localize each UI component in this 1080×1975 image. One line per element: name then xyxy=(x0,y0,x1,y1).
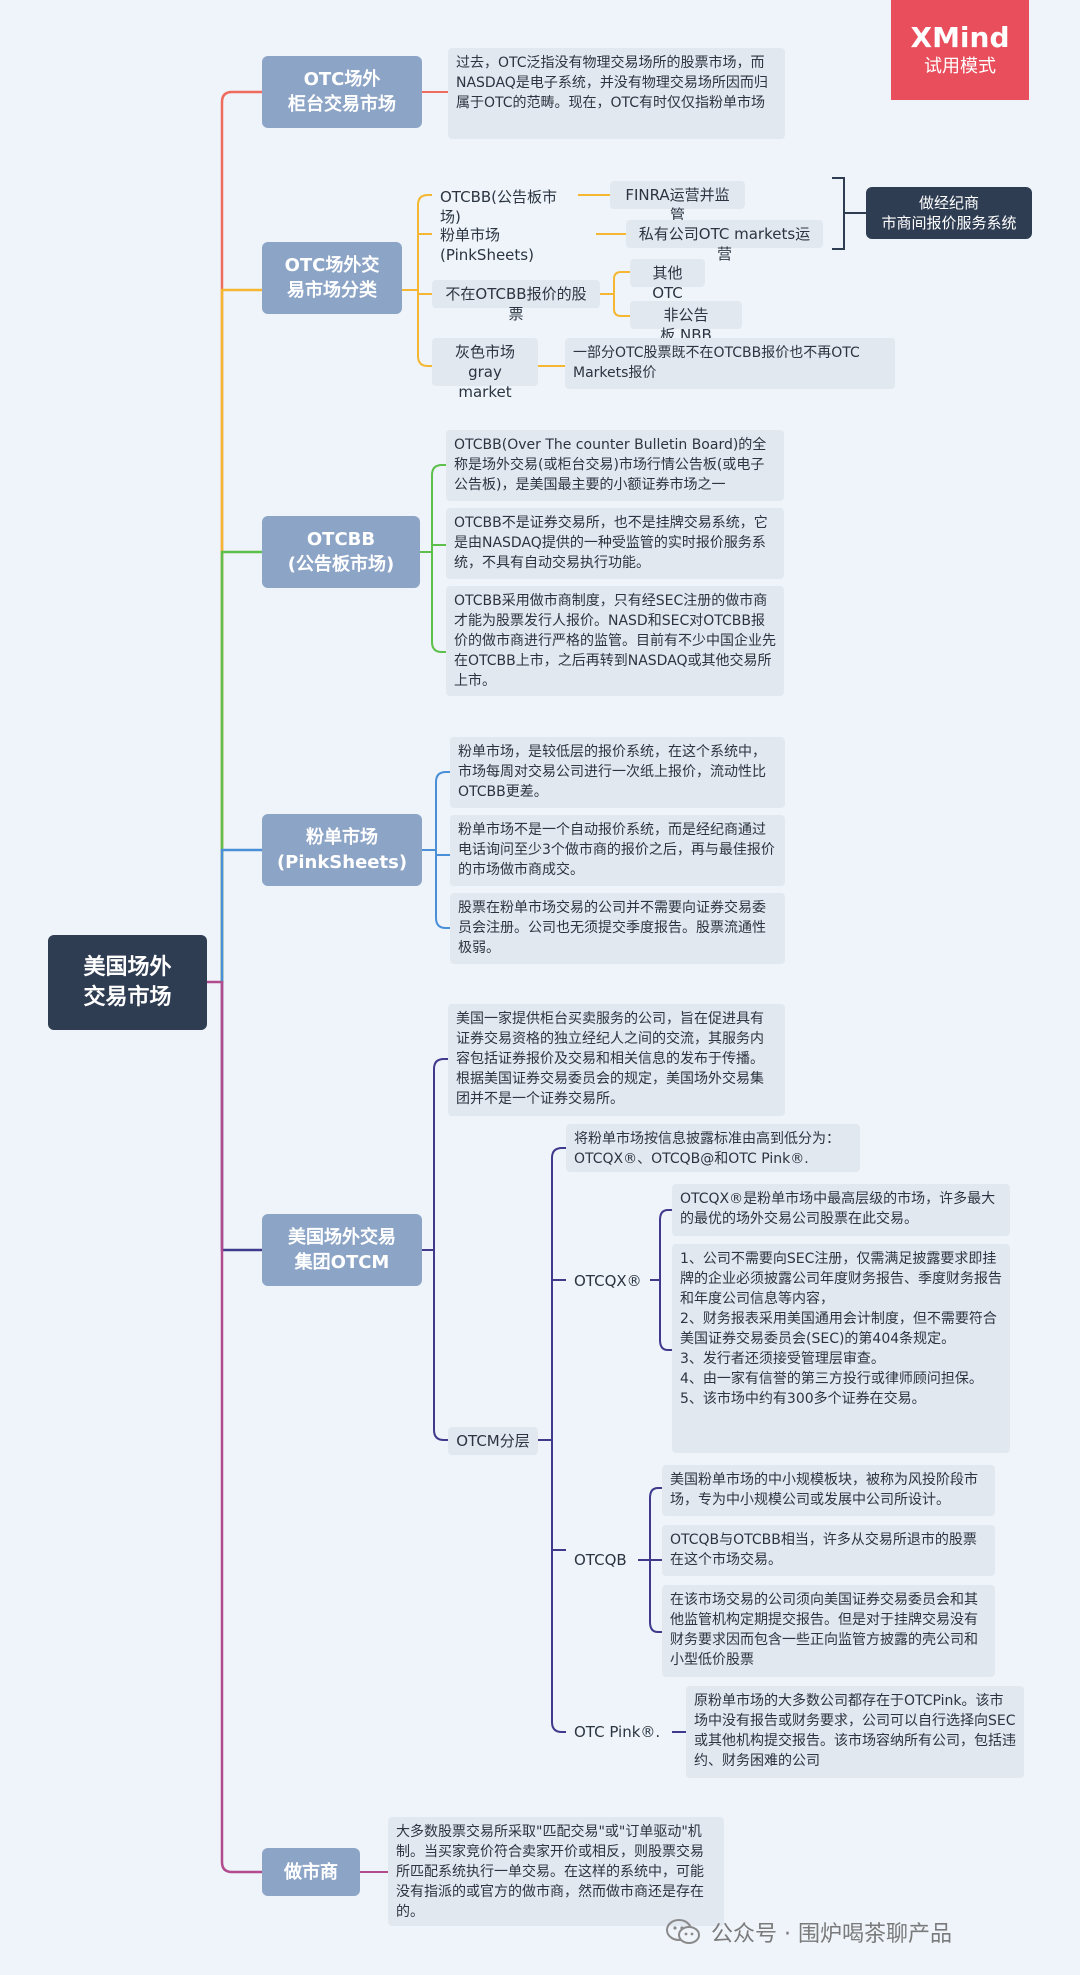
branch-pinksheets: 粉单市场 (PinkSheets) xyxy=(262,814,422,886)
finra-operator-note: FINRA运营并监管 xyxy=(610,181,745,224)
branch-otc-counter-market: OTC场外 柜台交易市场 xyxy=(262,56,422,128)
wechat-icon xyxy=(666,1919,700,1944)
otcqb-tier-label: OTCQB xyxy=(574,1551,627,1569)
pinksheets-not-automated: 粉单市场不是一个自动报价系统，而是经纪商通过电话询问至少3个做市商的报价之后，再… xyxy=(450,815,785,886)
not-quoted-on-otcbb-category: 不在OTCBB报价的股票 xyxy=(432,280,600,323)
otc-counter-market-description: 过去，OTC泛指没有物理交易场所的股票市场，而NASDAQ是电子系统，并没有物理… xyxy=(448,48,785,139)
otcm-tiers-node: OTCM分层 xyxy=(448,1427,538,1455)
otcqx-requirements: 1、公司不需要向SEC注册，仅需满足披露要求即挂牌的企业必须披露公司年度财务报告… xyxy=(672,1244,1010,1453)
otc-markets-operator-note: 私有公司OTC markets运营 xyxy=(626,220,823,263)
xmind-brand-label: XMind xyxy=(910,21,1010,54)
root-node: 美国场外 交易市场 xyxy=(48,935,207,1030)
dealer-quote-system-box: 做经纪商 市商间报价服务系统 xyxy=(866,187,1032,239)
otcbb-category: OTCBB(公告板市场) xyxy=(440,188,557,226)
otcqx-highest-tier: OTCQX®是粉单市场中最高层级的市场，许多最大的最优的场外交易公司股票在此交易… xyxy=(672,1184,1010,1236)
nbb-item: 非公告板,NBB xyxy=(630,301,742,344)
branch-otcm-group: 美国场外交易 集团OTCM xyxy=(262,1214,422,1286)
otcqb-venture-market: 美国粉单市场的中小规模板块，被称为风投阶段市场，专为中小规模公司或发展中公司所设… xyxy=(662,1465,995,1516)
pinksheets-category: 粉单市场(PinkSheets) xyxy=(440,226,534,264)
otcqb-comparable-to-otcbb: OTCQB与OTCBB相当，许多从交易所退市的股票在这个市场交易。 xyxy=(662,1525,995,1576)
otcbb-definition: OTCBB(Over The counter Bulletin Board)的全… xyxy=(446,430,784,501)
market-maker-description: 大多数股票交易所采取"匹配交易"或"订单驱动"机制。当买家竞价符合卖家开价或相反… xyxy=(388,1817,724,1926)
other-otc-item: 其他OTC xyxy=(630,259,705,302)
otc-pink-description: 原粉单市场的大多数公司都存在于OTCPink。该市场中没有报告或财务要求，公司可… xyxy=(686,1686,1024,1778)
otcqx-tier-label: OTCQX® xyxy=(574,1272,642,1290)
wechat-watermark: 公众号 · 围炉喝茶聊产品 xyxy=(665,1912,1070,1952)
otcbb-not-an-exchange: OTCBB不是证券交易所，也不是挂牌交易系统，它是由NASDAQ提供的一种受监管… xyxy=(446,508,784,579)
branch-market-maker: 做市商 xyxy=(262,1848,360,1896)
branch-otc-market-classification: OTC场外交 易市场分类 xyxy=(262,242,402,314)
gray-market-category: 灰色市场 gray market xyxy=(432,338,538,401)
otcqb-reporting-requirements: 在该市场交易的公司须向美国证券交易委员会和其他监管机构定期提交报告。但是对于挂牌… xyxy=(662,1585,995,1677)
otcbb-market-maker-system: OTCBB采用做市商制度，只有经SEC注册的做市商才能为股票发行人报价。NASD… xyxy=(446,586,784,696)
pinksheets-low-tier-quote: 粉单市场，是较低层的报价系统，在这个系统中，市场每周对交易公司进行一次纸上报价，… xyxy=(450,737,785,808)
gray-market-description: 一部分OTC股票既不在OTCBB报价也不再OTC Markets报价 xyxy=(565,338,895,389)
watermark-text: 公众号 · 围炉喝茶聊产品 xyxy=(711,1922,952,1947)
pinksheets-no-registration: 股票在粉单市场交易的公司并不需要向证券交易委员会注册。公司也无须提交季度报告。股… xyxy=(450,893,785,964)
otcm-group-description: 美国一家提供柜台买卖服务的公司，旨在促进具有证券交易资格的独立经纪人之间的交流，… xyxy=(448,1004,785,1116)
branch-otcbb: OTCBB (公告板市场) xyxy=(262,516,420,588)
xmind-trial-badge: XMind 试用模式 xyxy=(891,0,1029,100)
trial-mode-label: 试用模式 xyxy=(924,56,996,77)
otc-pink-tier-label: OTC Pink®. xyxy=(574,1723,661,1741)
otcm-tiers-intro: 将粉单市场按信息披露标准由高到低分为： OTCQX®、OTCQB@和OTC Pi… xyxy=(566,1124,860,1172)
